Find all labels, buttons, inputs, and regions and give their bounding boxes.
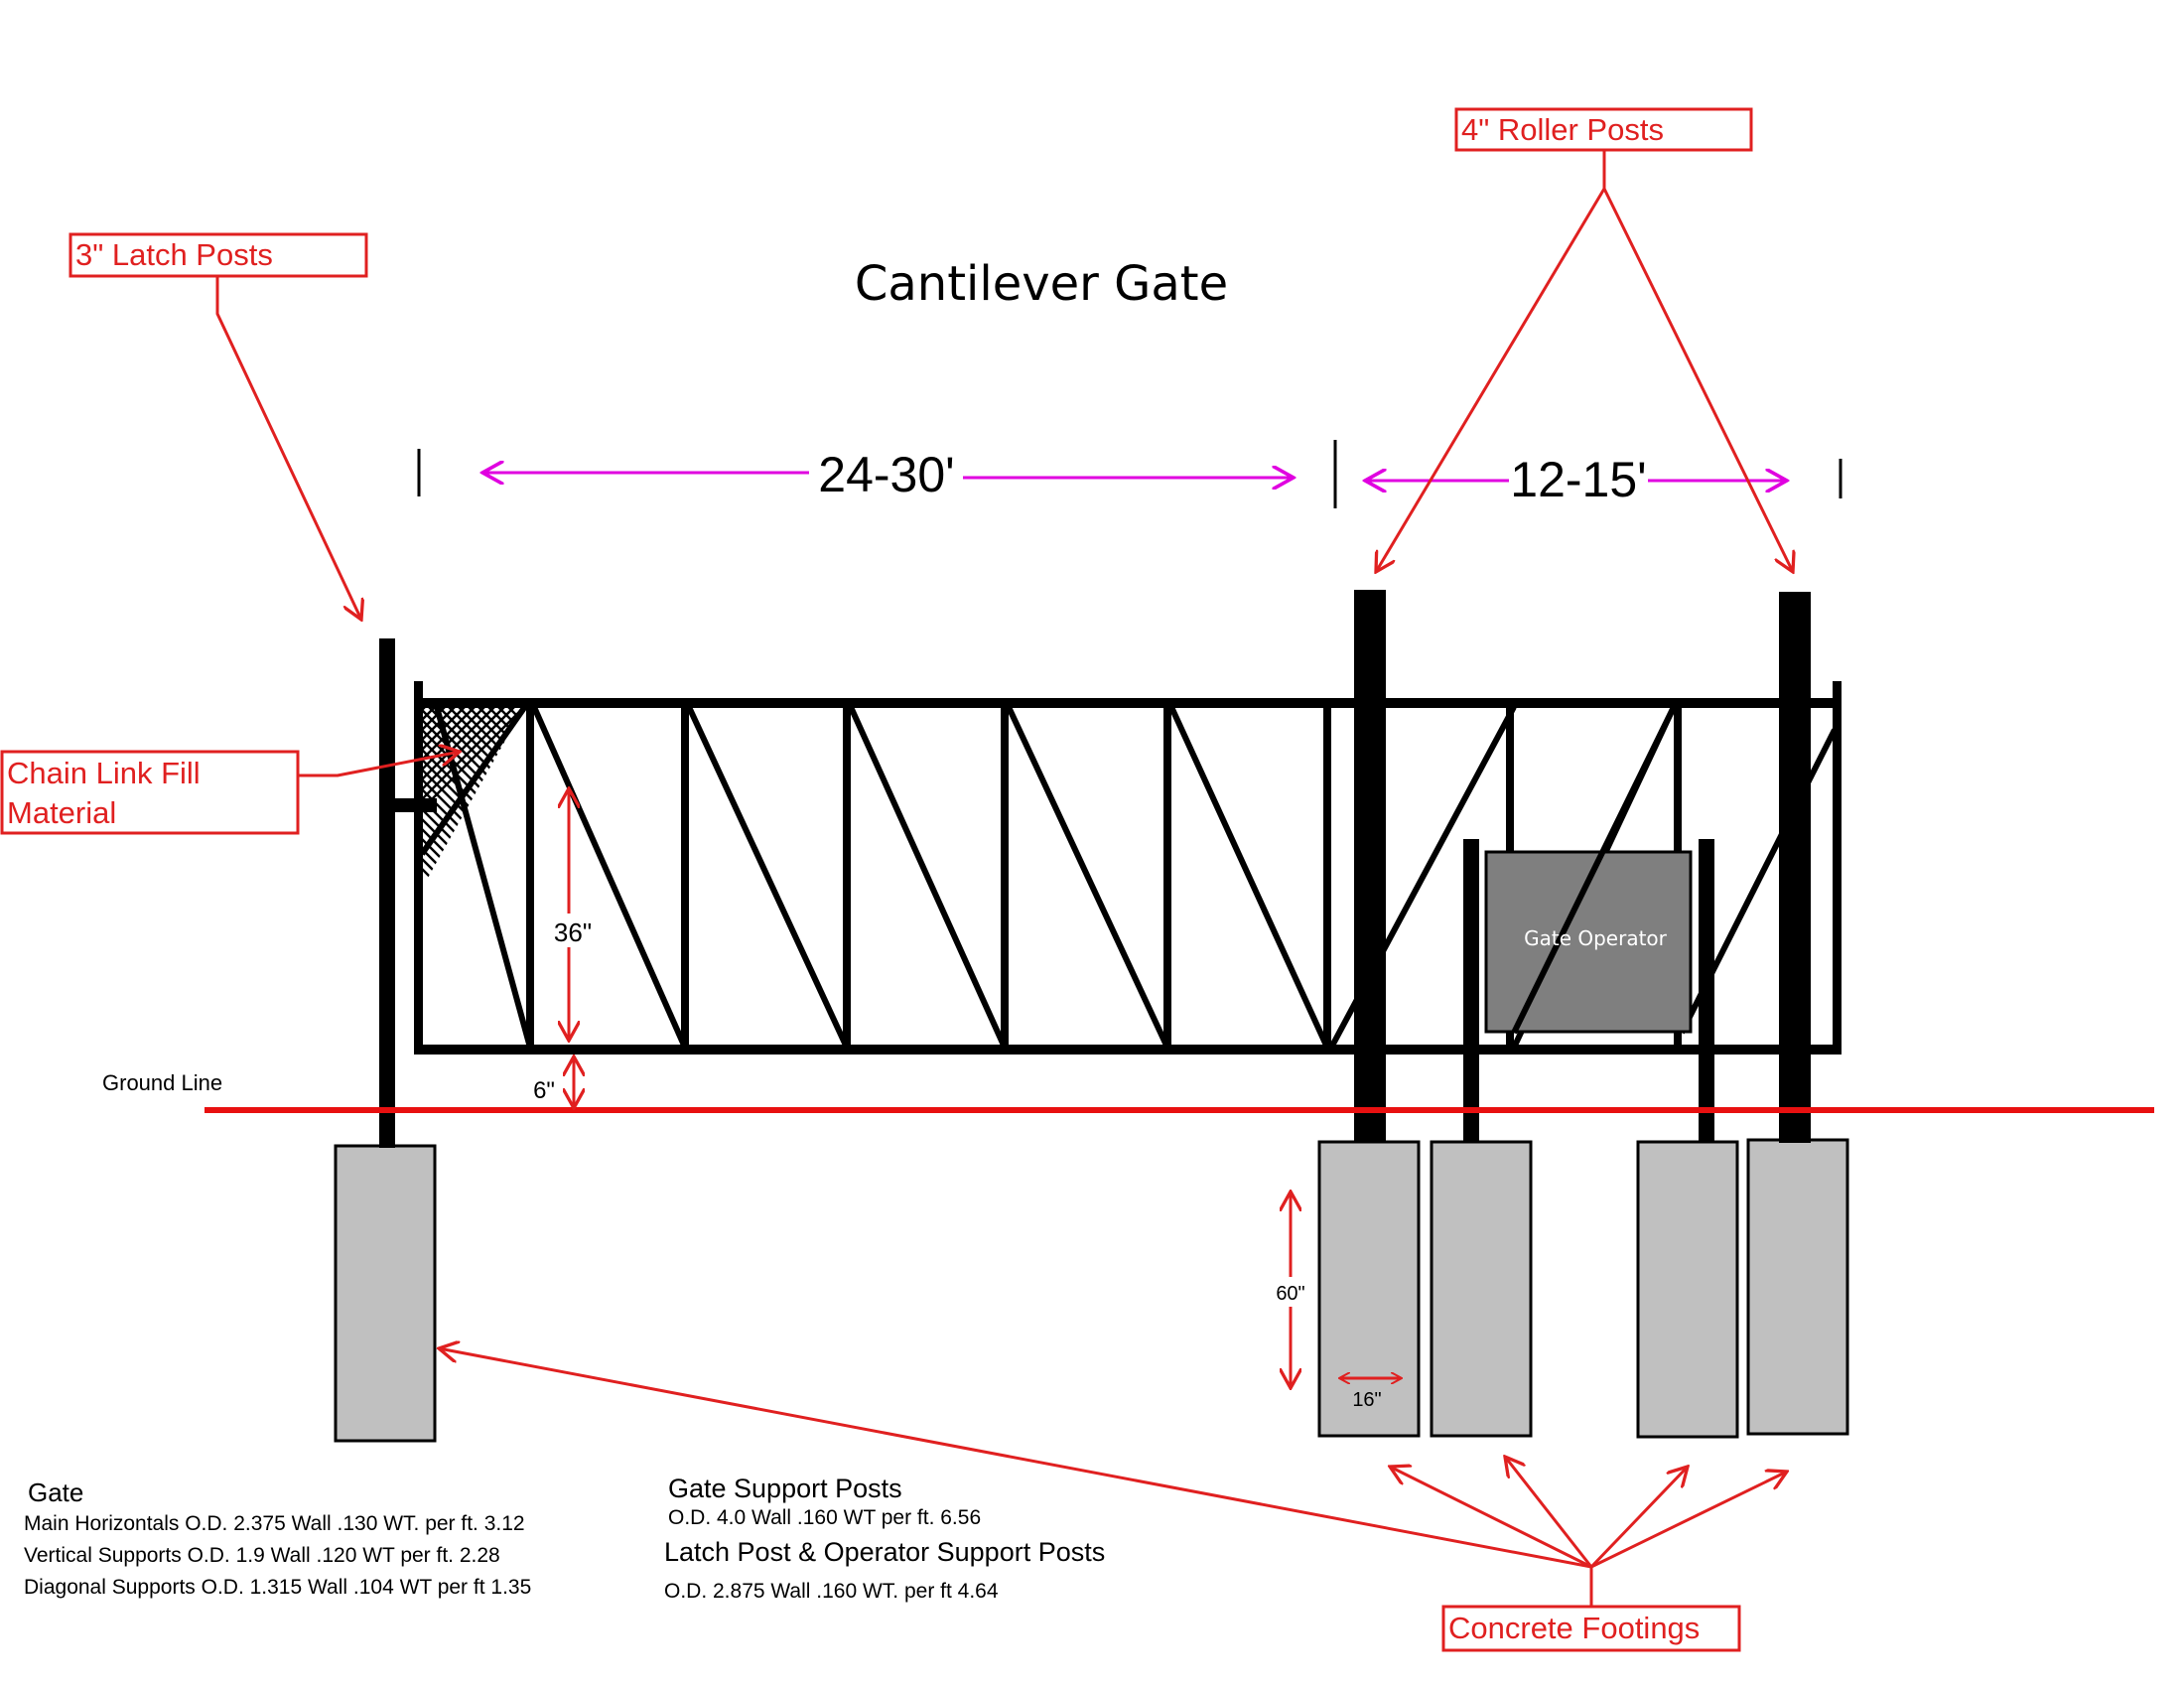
gate-operator: Gate Operator (1484, 705, 1693, 1035)
footing-depth-dimension: 60" (1271, 1192, 1310, 1388)
diagonal-support (848, 705, 1008, 1050)
latch-post-footing (334, 1144, 437, 1443)
gate-span-dimension: 24-30' (417, 440, 1843, 508)
top-horizontal (417, 698, 1842, 708)
footing-width-dimension: 16" (1340, 1378, 1401, 1411)
latch-posts-callout: 3" Latch Posts (68, 232, 368, 620)
diagonal-support (419, 703, 529, 856)
chain-link-label-line1: Chain Link Fill (7, 756, 201, 790)
bottom-horizontal (417, 1045, 1842, 1055)
gate-end-vertical-right (1833, 681, 1842, 1055)
diagonal-support (1006, 705, 1170, 1050)
concrete-footings-arrow (1505, 1457, 1593, 1568)
height-label: 36" (554, 917, 592, 947)
operator-post-footing (1430, 1140, 1533, 1438)
chain-link-box (0, 750, 300, 835)
gate-specs-heading: Gate (28, 1477, 83, 1507)
roller-post-right (1779, 592, 1811, 1143)
vertical-support (1163, 705, 1171, 1049)
gate-spec-line: Vertical Supports O.D. 1.9 Wall .120 WT … (24, 1544, 500, 1567)
diagonal-support (1168, 705, 1330, 1050)
latch-post (379, 638, 395, 1148)
concrete-footings (334, 1138, 1849, 1443)
latch-posts-label: 3" Latch Posts (75, 237, 273, 272)
roller-posts-arrow-right (1602, 188, 1793, 572)
roller-post-left (1354, 590, 1386, 1143)
vertical-support (1323, 705, 1331, 1049)
support-post-specs: Gate Support Posts O.D. 4.0 Wall .160 WT… (664, 1474, 1105, 1603)
concrete-footings-label: Concrete Footings (1448, 1611, 1700, 1645)
roller-post-footing (1746, 1138, 1849, 1436)
operator-post-footing (1636, 1140, 1739, 1439)
height-dimension: 36" (546, 788, 596, 1041)
gate-operator-label: Gate Operator (1524, 926, 1668, 950)
chain-link-label-line2: Material (7, 795, 116, 830)
concrete-footings-arrow (1589, 1467, 1688, 1569)
latch-post-line: O.D. 2.875 Wall .160 WT. per ft 4.64 (664, 1580, 999, 1603)
roller-posts-label: 4" Roller Posts (1461, 112, 1664, 147)
concrete-footings-arrow (1590, 1472, 1787, 1569)
vertical-support (1001, 705, 1009, 1049)
gate-specs: Gate Main Horizontals O.D. 2.375 Wall .1… (24, 1477, 531, 1599)
footing-depth-label-bg (1271, 1277, 1310, 1307)
support-post-heading: Gate Support Posts (668, 1474, 902, 1503)
operator-support-post-right (1699, 839, 1714, 1143)
diagonal-support (686, 705, 850, 1050)
tail-span-label: 12-15' (1510, 452, 1646, 507)
footing-width-label: 16" (1352, 1389, 1381, 1411)
latch-posts-leader (215, 276, 361, 620)
support-post-line: O.D. 4.0 Wall .160 WT per ft. 6.56 (668, 1506, 981, 1529)
latch-post-heading: Latch Post & Operator Support Posts (664, 1537, 1105, 1567)
gate-spec-line: Diagonal Supports O.D. 1.315 Wall .104 W… (24, 1576, 531, 1599)
chain-link-mesh (419, 707, 524, 894)
height-label-bg (546, 914, 596, 947)
concrete-footings-arrow (1390, 1467, 1592, 1569)
diagonal-support (531, 705, 688, 1050)
vertical-support (681, 705, 689, 1049)
tail-span-dimension: 12-15' (1365, 452, 1787, 507)
chain-link-callout: Chain Link Fill Material (0, 750, 460, 835)
operator-support-post-left (1463, 839, 1479, 1143)
vertical-support (526, 705, 534, 1049)
clearance-dimension: 6" (533, 1056, 574, 1108)
concrete-footings-arrow (439, 1348, 1592, 1569)
latch-posts-box (68, 232, 368, 278)
clearance-label: 6" (533, 1077, 555, 1104)
chain-link-leader (298, 752, 460, 777)
diagonal-support (1511, 705, 1677, 1035)
roller-posts-callout: 4" Roller Posts (1376, 107, 1793, 572)
footing-depth-label: 60" (1276, 1283, 1304, 1305)
gate-end-vertical-left (414, 681, 423, 1055)
roller-posts-arrow-left (1376, 188, 1606, 572)
ground-line-label: Ground Line (102, 1070, 222, 1095)
latch-post-bracket (379, 798, 437, 812)
gate-spec-line: Main Horizontals O.D. 2.375 Wall .130 WT… (24, 1512, 525, 1535)
diagram-title: Cantilever Gate (855, 256, 1228, 312)
concrete-footings-callout: Concrete Footings (439, 1348, 1787, 1652)
gate-span-label: 24-30' (818, 447, 954, 502)
vertical-support (843, 705, 851, 1049)
